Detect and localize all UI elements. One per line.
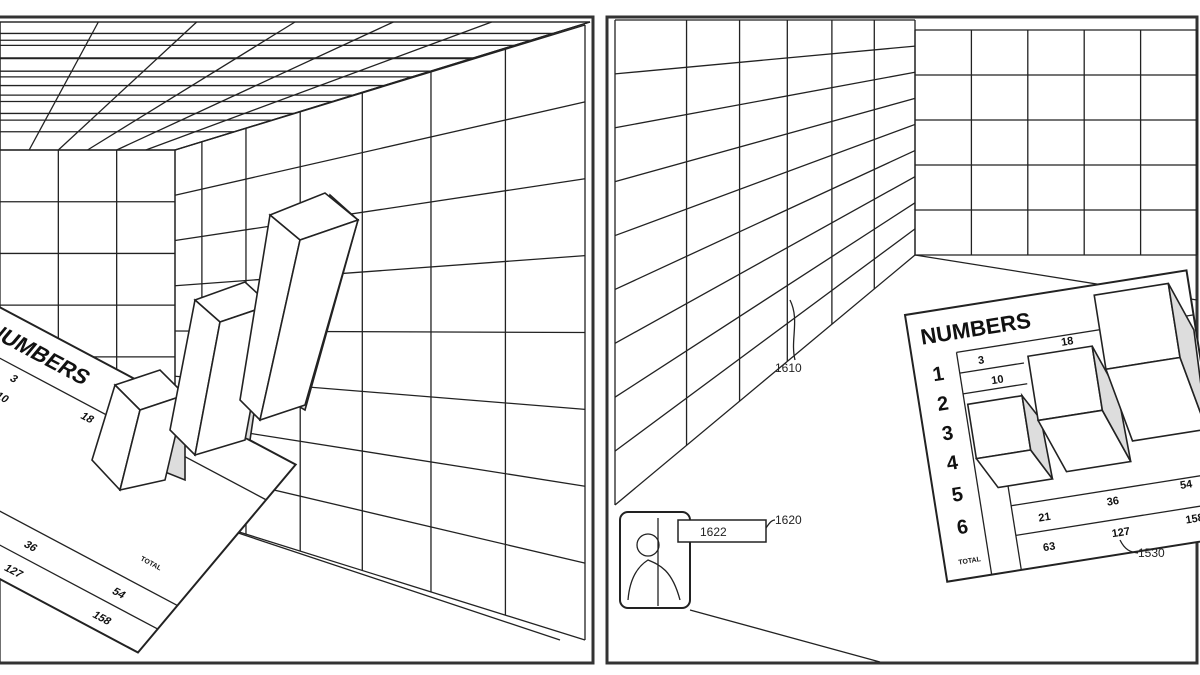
cell-value: 10 — [990, 373, 1004, 387]
reference-1622: 1622 — [700, 525, 727, 539]
row-value: 21 — [1038, 511, 1052, 525]
right-chart-board: NUMBERS 1 2 3 4 5 6 TOTAL 3 18 10 21 36 … — [905, 270, 1200, 581]
total-value: 158 — [1185, 512, 1200, 527]
reference-1620: 1620 — [775, 513, 802, 527]
svg-text:1530: 1530 — [1138, 546, 1165, 560]
row-value: 36 — [1106, 495, 1120, 509]
total-value: 63 — [1042, 540, 1056, 554]
cell-value: 18 — [1060, 335, 1074, 349]
svg-text:1610: 1610 — [775, 361, 802, 375]
